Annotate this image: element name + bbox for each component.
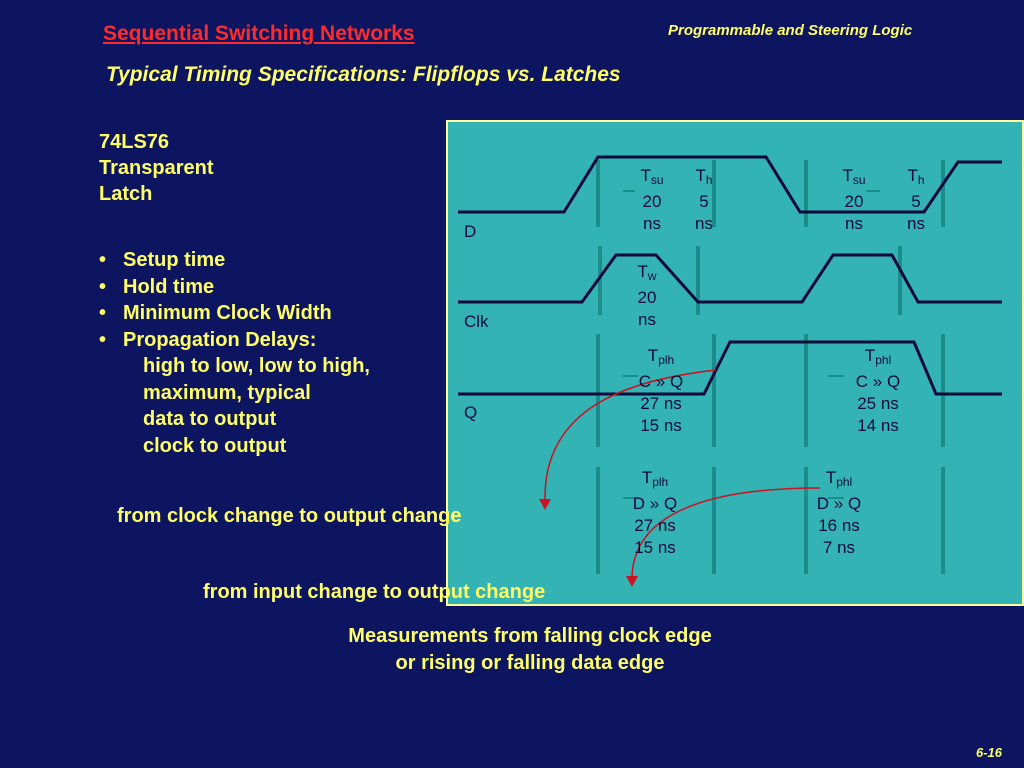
bullet-icon: • [99, 302, 107, 324]
page-number: 6-16 [976, 745, 1003, 760]
part-description: 74LS76 Transparent Latch [99, 129, 213, 207]
setup-time-spec: Tsu 20 ns [842, 166, 866, 233]
list-item: •Minimum Clock Width [99, 300, 332, 327]
setup-time-spec: Tsu 20 ns [640, 166, 664, 233]
list-item: high to low, low to high, [143, 355, 370, 377]
tphl-data-spec: Tphl D » Q 16 ns 7 ns [816, 468, 862, 557]
slide-subtitle: Typical Timing Specifications: Flipflops… [106, 63, 621, 86]
list-item: •Hold time [99, 274, 332, 301]
bullet-icon: • [99, 328, 107, 351]
part-number: 74LS76 [99, 131, 170, 153]
propagation-delay-details: high to low, low to high, maximum, typic… [143, 353, 370, 459]
bullet-icon: • [99, 249, 107, 271]
bullet-icon: • [99, 275, 107, 298]
input-note-arrow [631, 487, 821, 579]
tphl-clock-spec: Tphl C » Q 25 ns 14 ns [855, 346, 901, 435]
timing-diagram: D Clk Q Tsu 20 ns Th 5 ns Tsu 20 ns Th 5… [446, 120, 1024, 606]
arrowhead-icon [626, 576, 638, 587]
list-item: •Propagation Delays: [99, 327, 332, 354]
part-kind: Latch [99, 183, 153, 205]
clk-waveform [458, 253, 1002, 304]
signal-label-q: Q [464, 403, 478, 422]
signal-label-d: D [464, 222, 477, 241]
list-item: •Setup time [99, 247, 332, 274]
hold-time-spec: Th 5 ns [695, 166, 713, 233]
d-waveform [458, 155, 1002, 214]
clock-width-spec: Tw 20 ns [637, 262, 657, 329]
tplh-clock-spec: Tplh C » Q 27 ns 15 ns [638, 346, 684, 435]
input-change-note: from input change to output change [203, 581, 546, 603]
slide-title: Sequential Switching Networks [103, 22, 415, 45]
signal-label-clk: Clk [464, 312, 489, 331]
measurement-note: Measurements from falling clock edge or … [348, 625, 712, 674]
part-type: Transparent [99, 157, 214, 179]
list-item: maximum, typical [143, 381, 311, 404]
list-item: clock to output [143, 434, 287, 457]
q-waveform [458, 340, 1002, 396]
hold-time-spec: Th 5 ns [907, 166, 925, 233]
timing-waveforms [458, 155, 1002, 587]
clock-change-note: from clock change to output change [117, 505, 462, 527]
arrowhead-icon [539, 499, 551, 510]
spec-list: •Setup time •Hold time •Minimum Clock Wi… [99, 247, 332, 353]
clock-note-arrow [544, 369, 717, 502]
tplh-data-spec: Tplh D » Q 27 ns 15 ns [632, 468, 678, 557]
section-header: Programmable and Steering Logic [668, 22, 913, 39]
list-item: data to output [143, 408, 277, 430]
